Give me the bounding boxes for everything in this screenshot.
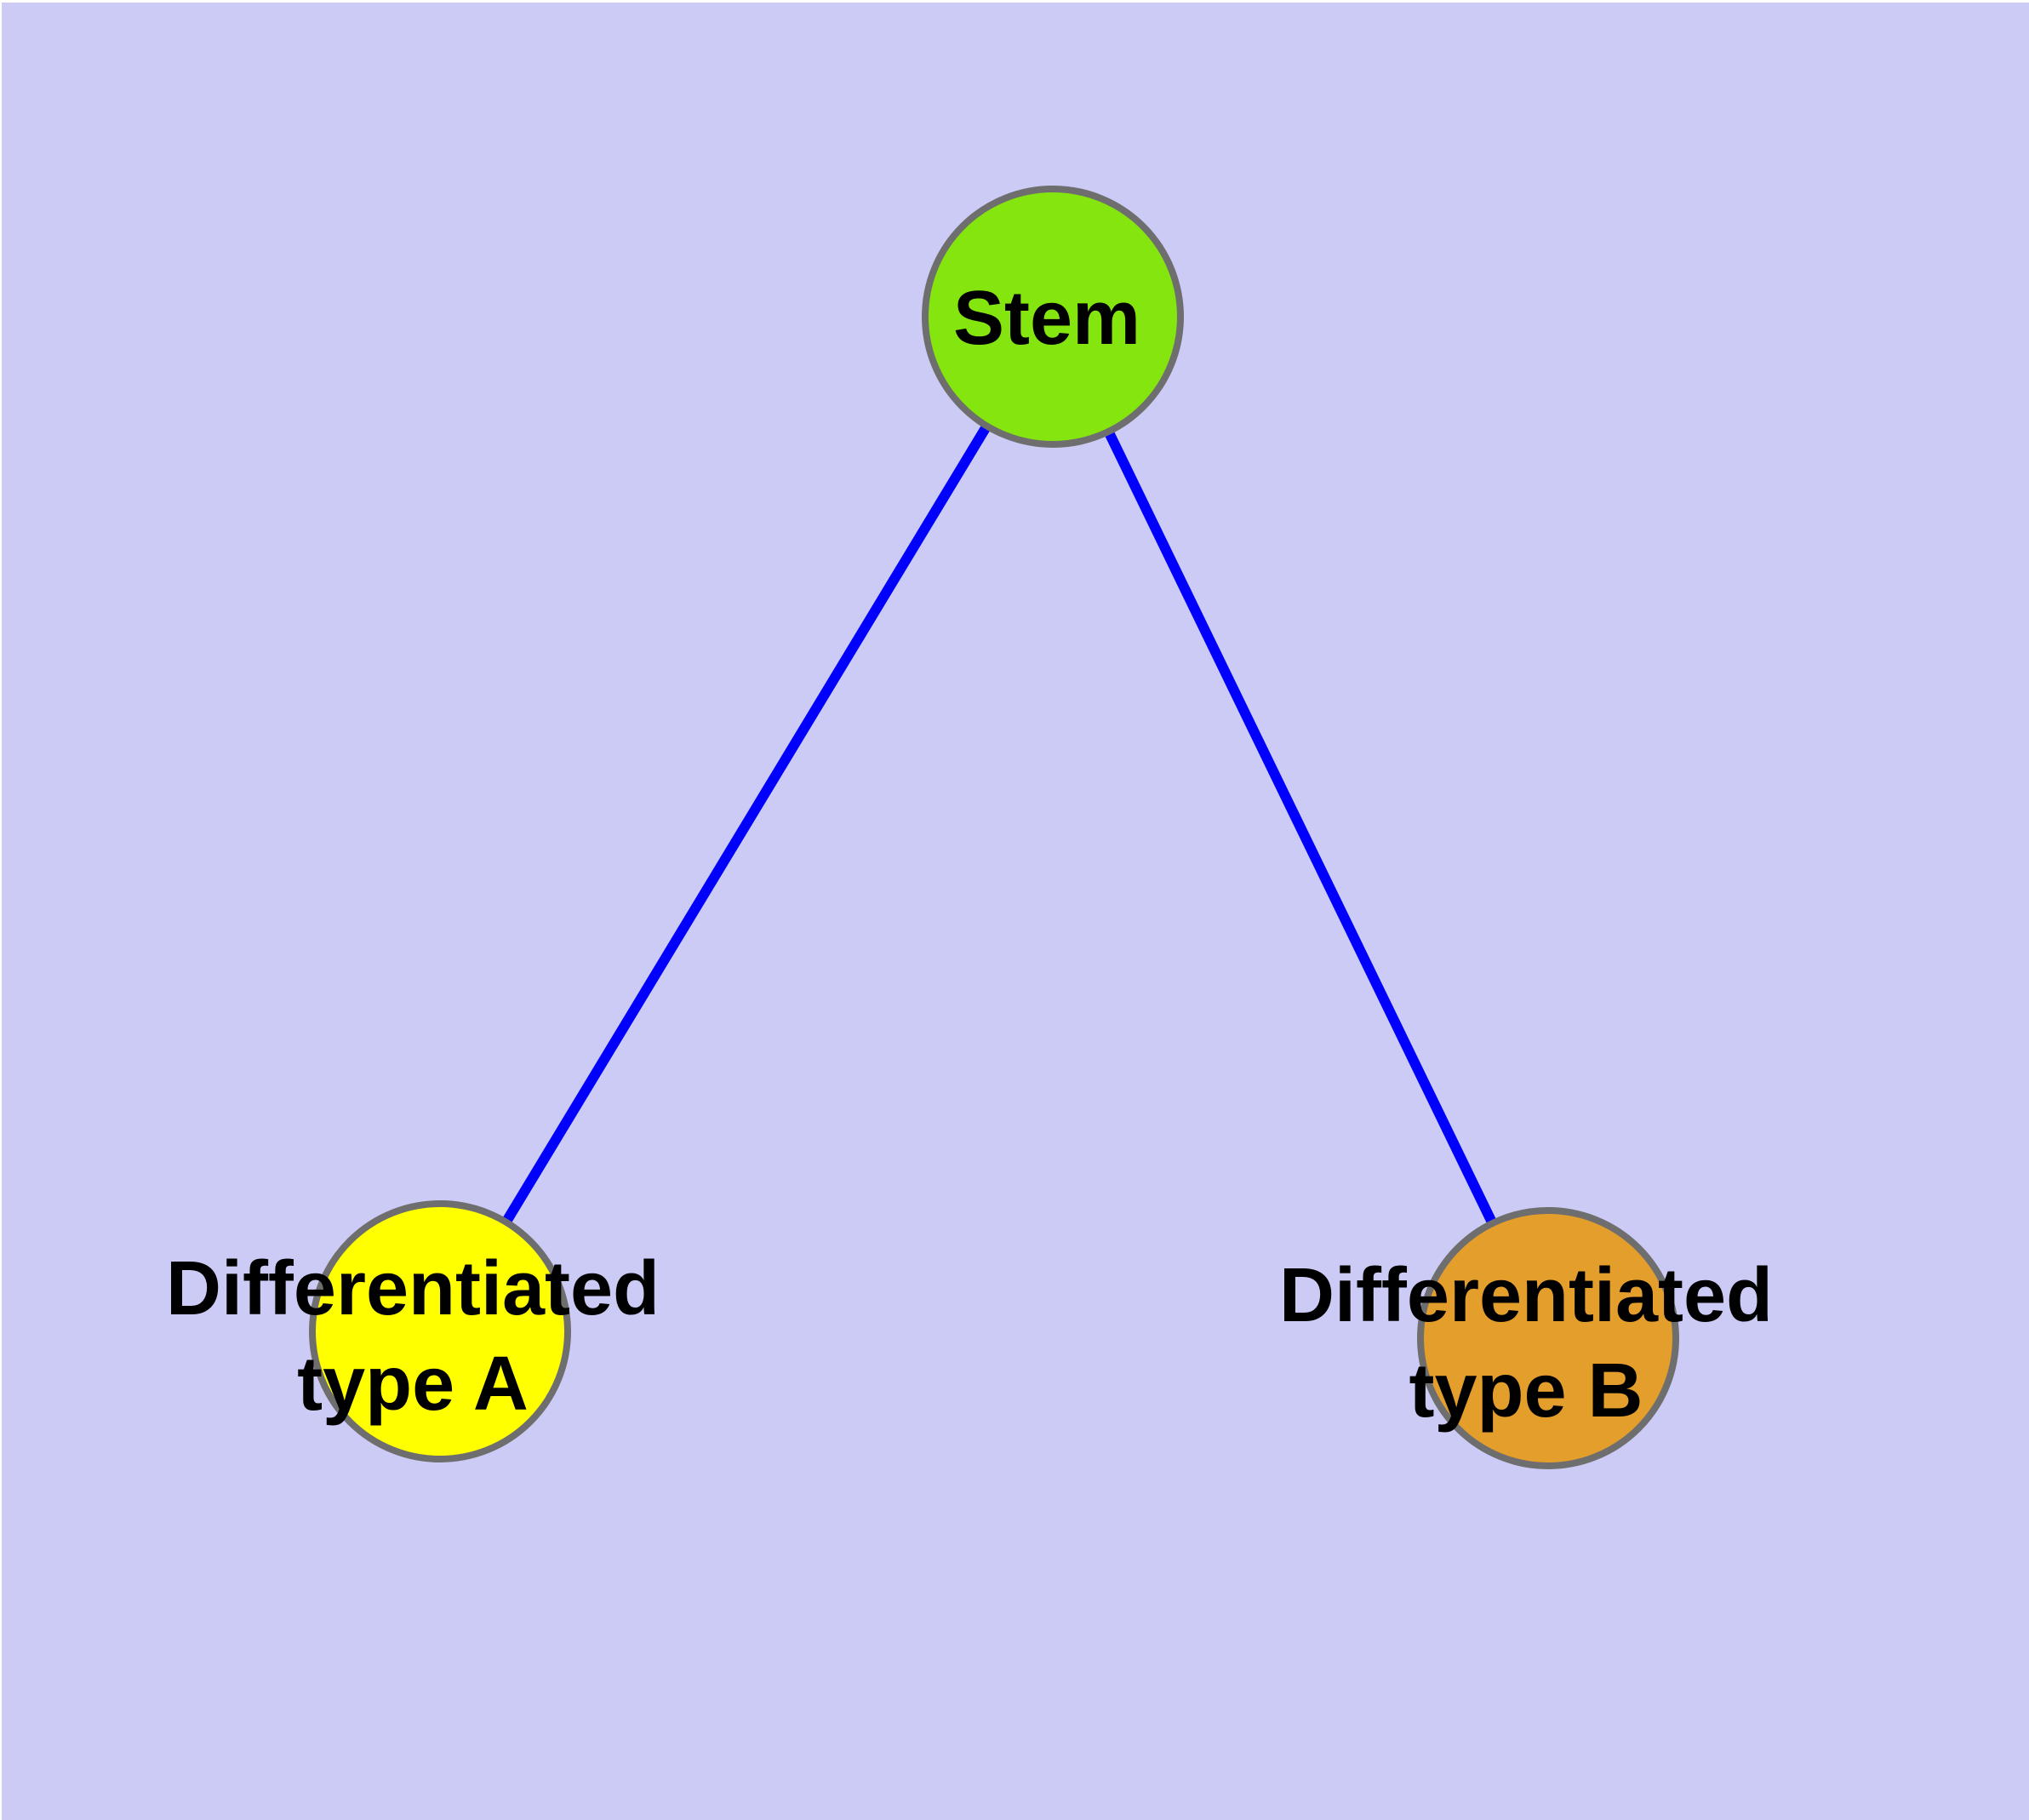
- node-differentiated-type-b-label: Differentiated type B: [1279, 1253, 1773, 1434]
- node-differentiated-type-a-label: Differentiated type A: [166, 1246, 660, 1427]
- edges-layer: [435, 313, 1553, 1341]
- node-stem-label-line-1: Stem: [953, 276, 1140, 361]
- node-stem-label: Stem: [953, 276, 1140, 361]
- edge-stem-to-differentiated-type-a: [435, 313, 1058, 1335]
- node-differentiated-type-a-label-line-2: type A: [297, 1342, 529, 1427]
- nodes-layer: [309, 186, 1679, 1469]
- node-differentiated-type-b-label-line-1: Differentiated: [1279, 1253, 1773, 1338]
- node-stem-circle: [922, 186, 1184, 448]
- edge-stem-to-differentiated-type-b: [1048, 314, 1553, 1341]
- node-differentiated-type-a-label-line-1: Differentiated: [166, 1246, 660, 1331]
- node-differentiated-type-b-circle: [1417, 1207, 1679, 1469]
- node-differentiated-type-b-label-line-2: type B: [1409, 1348, 1643, 1434]
- node-differentiated-type-a-circle: [309, 1200, 571, 1462]
